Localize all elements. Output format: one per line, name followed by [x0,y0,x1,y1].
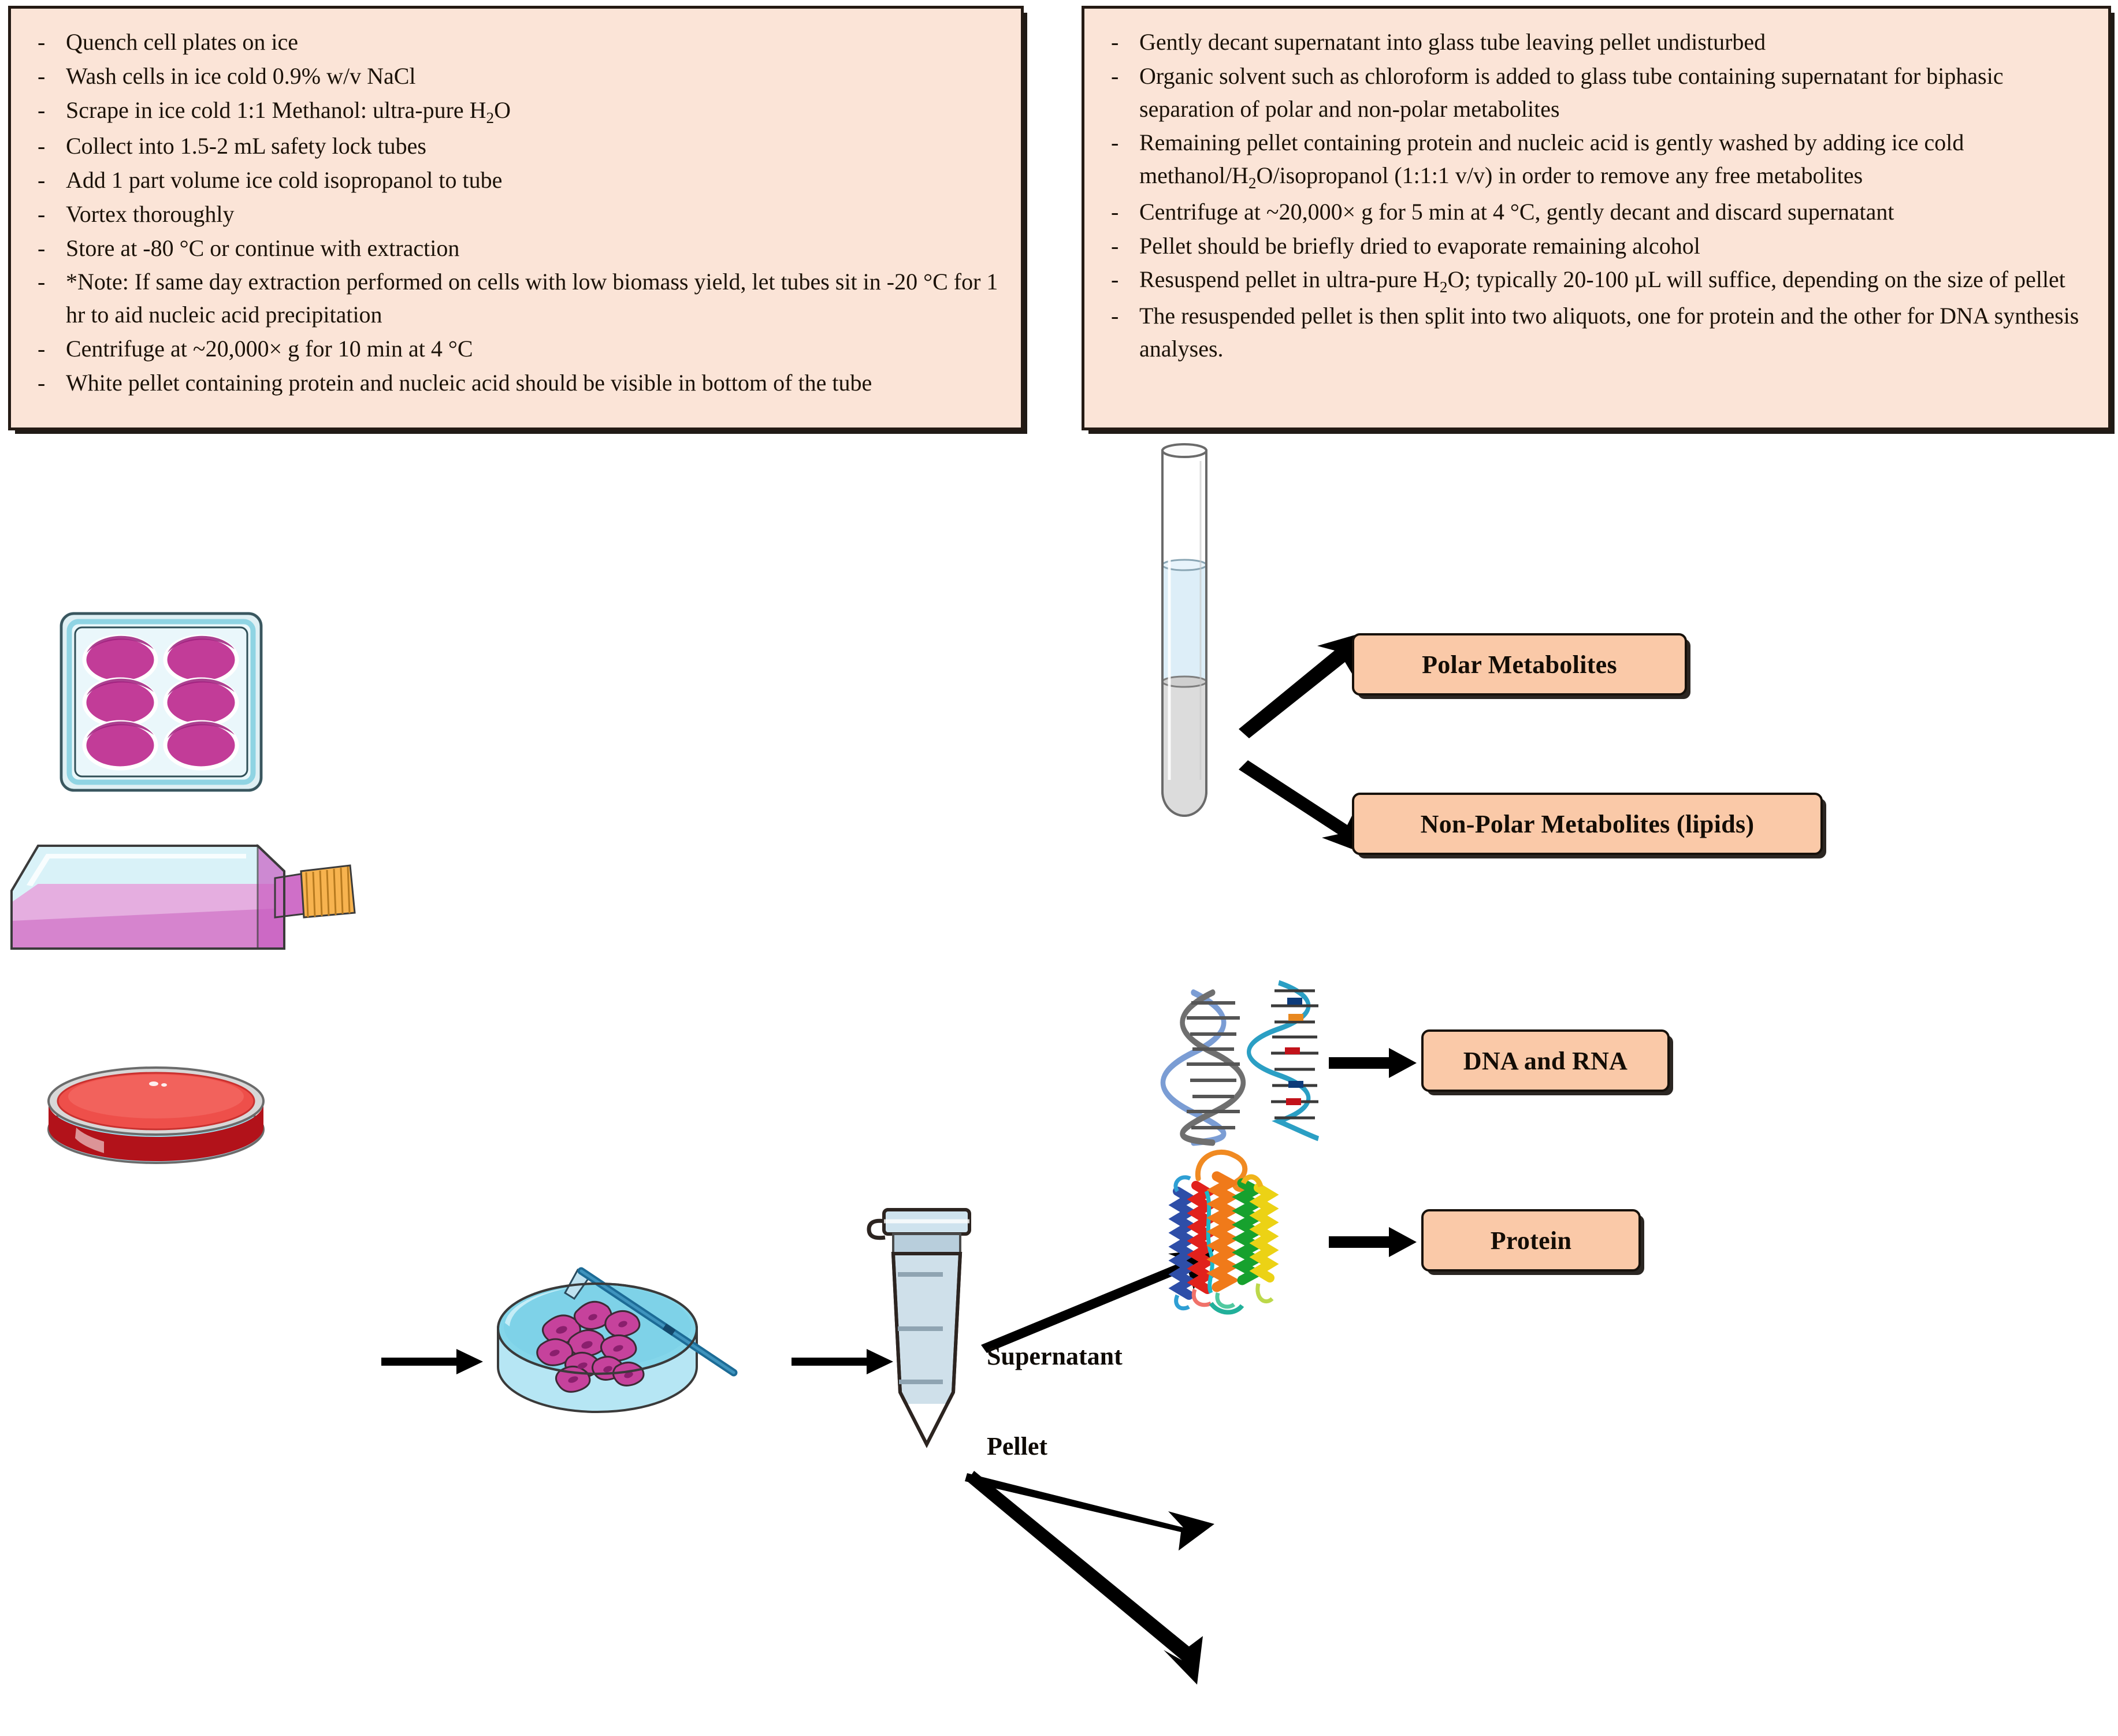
arrow-right-icon [1329,1220,1427,1266]
result-box-protein: Protein [1421,1209,1641,1272]
result-box-non-polar-metabolites: Non-Polar Metabolites (lipids) [1352,793,1823,855]
step-text: Centrifuge at ~20,000× g for 5 min at 4 … [1139,198,1894,225]
flow-label-supernatant: Supernatant [987,1342,1123,1370]
bullet-dash: - [1111,62,1119,89]
step-text: Scrape in ice cold 1:1 Methanol: ultra-p… [66,96,511,127]
list-item: -Pellet should be briefly dried to evapo… [1108,230,2086,263]
protein-structure-icon [1161,1138,1294,1322]
six-well-plate-icon [58,610,266,795]
step-text: Quench cell plates on ice [66,29,299,55]
rna-helix-icon [1247,979,1335,1142]
step-text: Collect into 1.5-2 mL safety lock tubes [66,133,426,159]
result-label: Protein [1490,1226,1572,1255]
bullet-dash: - [38,235,46,261]
bullet-dash: - [38,167,46,194]
protocol-steps-right: -Gently decant supernatant into glass tu… [1084,9,2108,378]
step-text: Wash cells in ice cold 0.9% w/v NaCl [66,62,416,89]
list-item: -Remaining pellet containing protein and… [1108,127,2086,194]
step-text: Resuspend pellet in ultra-pure H2O; typi… [1139,266,2065,296]
result-label: Non-Polar Metabolites (lipids) [1420,809,1755,838]
bullet-dash: - [1111,303,1119,329]
list-item: -Scrape in ice cold 1:1 Methanol: ultra-… [34,94,999,129]
list-item: -White pellet containing protein and nuc… [34,367,999,400]
bullet-dash: - [38,29,46,55]
arrow-right-icon [1329,1041,1427,1087]
step-text: Gently decant supernatant into glass tub… [1139,29,1766,55]
step-text: Remaining pellet containing protein and … [1139,129,1964,192]
step-text: Vortex thoroughly [66,200,235,227]
flow-label-pellet: Pellet [987,1432,1048,1460]
step-text: Pellet should be briefly dried to evapor… [1139,232,1700,259]
list-item: -Resuspend pellet in ultra-pure H2O; typ… [1108,263,2086,299]
bullet-dash: - [38,336,46,362]
arrow-polar-icon [1236,630,1369,738]
protocol-box-right: -Gently decant supernatant into glass tu… [1082,6,2111,430]
list-item: -The resuspended pellet is then split in… [1108,300,2086,366]
arrow-nonpolar-icon [1236,760,1369,867]
bullet-dash: - [38,269,46,295]
result-label: DNA and RNA [1463,1046,1628,1075]
bullet-dash: - [1111,29,1119,55]
list-item: -Add 1 part volume ice cold isopropanol … [34,164,999,197]
bullet-dash: - [1111,129,1119,156]
step-text: *Note: If same day extraction performed … [66,269,998,328]
list-item: -Vortex thoroughly [34,198,999,231]
bullet-dash: - [38,96,46,123]
workflow-diagram: Polar Metabolites Non-Polar Metabolites … [0,439,2118,1685]
result-box-polar-metabolites: Polar Metabolites [1352,633,1687,696]
step-text: White pellet containing protein and nucl… [66,369,872,396]
bullet-dash: - [38,62,46,89]
list-item: -*Note: If same day extraction performed… [34,266,999,332]
step-text: The resuspended pellet is then split int… [1139,303,2079,362]
protocol-steps-left: -Quench cell plates on ice -Wash cells i… [11,9,1021,412]
result-box-dna-and-rna: DNA and RNA [1421,1029,1670,1092]
list-item: -Collect into 1.5-2 mL safety lock tubes [34,130,999,163]
bullet-dash: - [1111,266,1119,293]
bullet-dash: - [1111,232,1119,259]
petri-dish-red-medium-icon [40,1046,272,1173]
step-text: Organic solvent such as chloroform is ad… [1139,62,2004,122]
bullet-dash: - [38,200,46,227]
list-item: -Gently decant supernatant into glass tu… [1108,26,2086,59]
protocol-box-left: -Quench cell plates on ice -Wash cells i… [8,6,1024,430]
dna-helix-icon [1160,988,1259,1146]
step-text: Centrifuge at ~20,000× g for 10 min at 4… [66,336,473,362]
glass-tube-biphasic-icon [1150,433,1236,832]
bullet-dash: - [38,369,46,396]
list-item: -Centrifuge at ~20,000× g for 10 min at … [34,333,999,366]
step-text: Store at -80 °C or continue with extract… [66,235,460,261]
microcentrifuge-tube-icon [861,1202,994,1496]
list-item: -Store at -80 °C or continue with extrac… [34,232,999,265]
petri-dish-cells-scraper-icon [491,1242,774,1438]
result-label: Polar Metabolites [1422,650,1617,679]
arrow-right-icon [381,1332,497,1395]
bullet-dash: - [38,133,46,159]
bullet-dash: - [1111,198,1119,225]
list-item: -Organic solvent such as chloroform is a… [1108,60,2086,126]
arrow-pellet-protein-icon [964,1471,1218,1733]
list-item: -Centrifuge at ~20,000× g for 5 min at 4… [1108,196,2086,229]
culture-flask-icon [3,816,367,989]
list-item: -Quench cell plates on ice [34,26,999,59]
step-text: Add 1 part volume ice cold isopropanol t… [66,167,503,194]
list-item: -Wash cells in ice cold 0.9% w/v NaCl [34,60,999,93]
